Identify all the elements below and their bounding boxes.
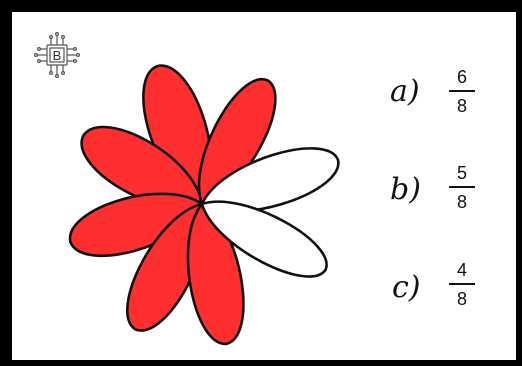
option-fraction: 4 8 [449, 259, 475, 310]
option-letter: a) [390, 74, 420, 109]
option-fraction: 6 8 [449, 66, 475, 117]
logo-letter: B [53, 48, 62, 63]
fraction-bar [449, 283, 475, 285]
fraction-numerator: 6 [456, 67, 467, 87]
fraction-denominator: 8 [456, 95, 467, 116]
exercise-card: B a) 6 8 b) 5 8 c) 4 8 [12, 12, 516, 360]
option-letter: b) [390, 172, 421, 207]
petal-filled [186, 202, 245, 346]
chip-icon: B [33, 31, 80, 78]
fraction-numerator: 5 [456, 163, 467, 183]
fraction-numerator: 4 [456, 260, 467, 280]
fraction-denominator: 8 [456, 191, 467, 212]
petal-empty [200, 200, 328, 278]
fraction-bar [449, 186, 475, 188]
option-fraction: 5 8 [449, 162, 475, 213]
fraction-bar [449, 90, 475, 92]
flower-diagram [68, 64, 340, 346]
option-letter: c) [392, 270, 421, 305]
fraction-denominator: 8 [456, 288, 467, 309]
